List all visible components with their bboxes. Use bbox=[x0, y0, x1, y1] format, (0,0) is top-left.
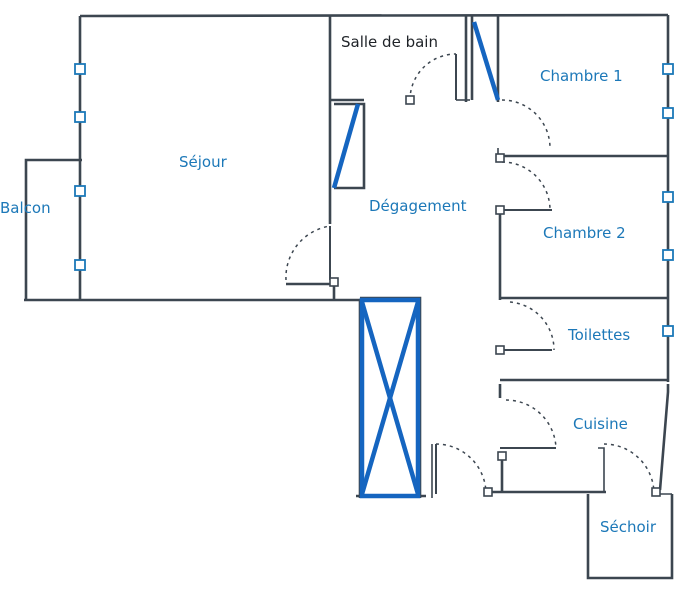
room-label-salle-de-bain: Salle de bain bbox=[341, 33, 438, 51]
wall-cuisine-right bbox=[658, 384, 670, 491]
wall-sdb-cupboard bbox=[334, 102, 366, 190]
room-label-toilettes: Toilettes bbox=[568, 326, 631, 344]
shaft-entry-box bbox=[359, 297, 421, 499]
post-sdb bbox=[405, 95, 415, 105]
door-swing-sdb bbox=[409, 53, 457, 101]
shafts bbox=[331, 21, 501, 499]
post-wc bbox=[495, 345, 505, 355]
window-ch2-1 bbox=[662, 191, 674, 203]
wall-entry-left bbox=[330, 298, 362, 498]
post-sejour bbox=[329, 277, 339, 287]
wall-sechoir bbox=[586, 494, 674, 580]
window-ch2-2 bbox=[662, 249, 674, 261]
post-ch1 bbox=[495, 153, 505, 163]
room-label-degagement: Dégagement bbox=[369, 197, 467, 215]
window-ch1-1 bbox=[662, 63, 674, 75]
window-sejour-2 bbox=[74, 111, 86, 123]
shaft-diagonal-ch1 bbox=[471, 21, 501, 101]
shaft-diagonal-sdb bbox=[331, 103, 361, 189]
door-swing-ch1 bbox=[501, 99, 551, 149]
window-sejour-4 bbox=[74, 259, 86, 271]
door-swing-sejour bbox=[285, 225, 331, 281]
shaft-entry-cross-b bbox=[359, 301, 421, 495]
door-swing-sechoir bbox=[603, 443, 655, 495]
room-label-chambre-1: Chambre 1 bbox=[540, 67, 623, 85]
post-cuisine bbox=[497, 451, 507, 461]
door-swing-wc bbox=[509, 301, 555, 351]
windows bbox=[74, 63, 674, 337]
walls bbox=[24, 13, 674, 580]
wall-cuisine-stub bbox=[598, 447, 605, 492]
room-label-sechoir: Séchoir bbox=[600, 518, 657, 536]
post-entree bbox=[483, 487, 493, 497]
room-label-balcon: Balcon bbox=[0, 199, 51, 217]
door-swing-entree bbox=[435, 443, 487, 495]
room-label-cuisine: Cuisine bbox=[573, 415, 628, 433]
door-swing-cuisine bbox=[505, 399, 557, 449]
door-posts bbox=[329, 95, 661, 497]
wall-top bbox=[79, 13, 669, 18]
doors bbox=[285, 53, 655, 495]
window-ch1-2 bbox=[662, 107, 674, 119]
room-label-chambre-2: Chambre 2 bbox=[543, 224, 626, 242]
window-wc bbox=[662, 325, 674, 337]
post-ch2 bbox=[495, 205, 505, 215]
post-sechoir bbox=[651, 487, 661, 497]
room-label-sejour: Séjour bbox=[179, 153, 227, 171]
window-sejour-1 bbox=[74, 63, 86, 75]
wall-balcon bbox=[24, 158, 82, 300]
window-sejour-3 bbox=[74, 185, 86, 197]
door-swing-ch2 bbox=[501, 161, 551, 211]
